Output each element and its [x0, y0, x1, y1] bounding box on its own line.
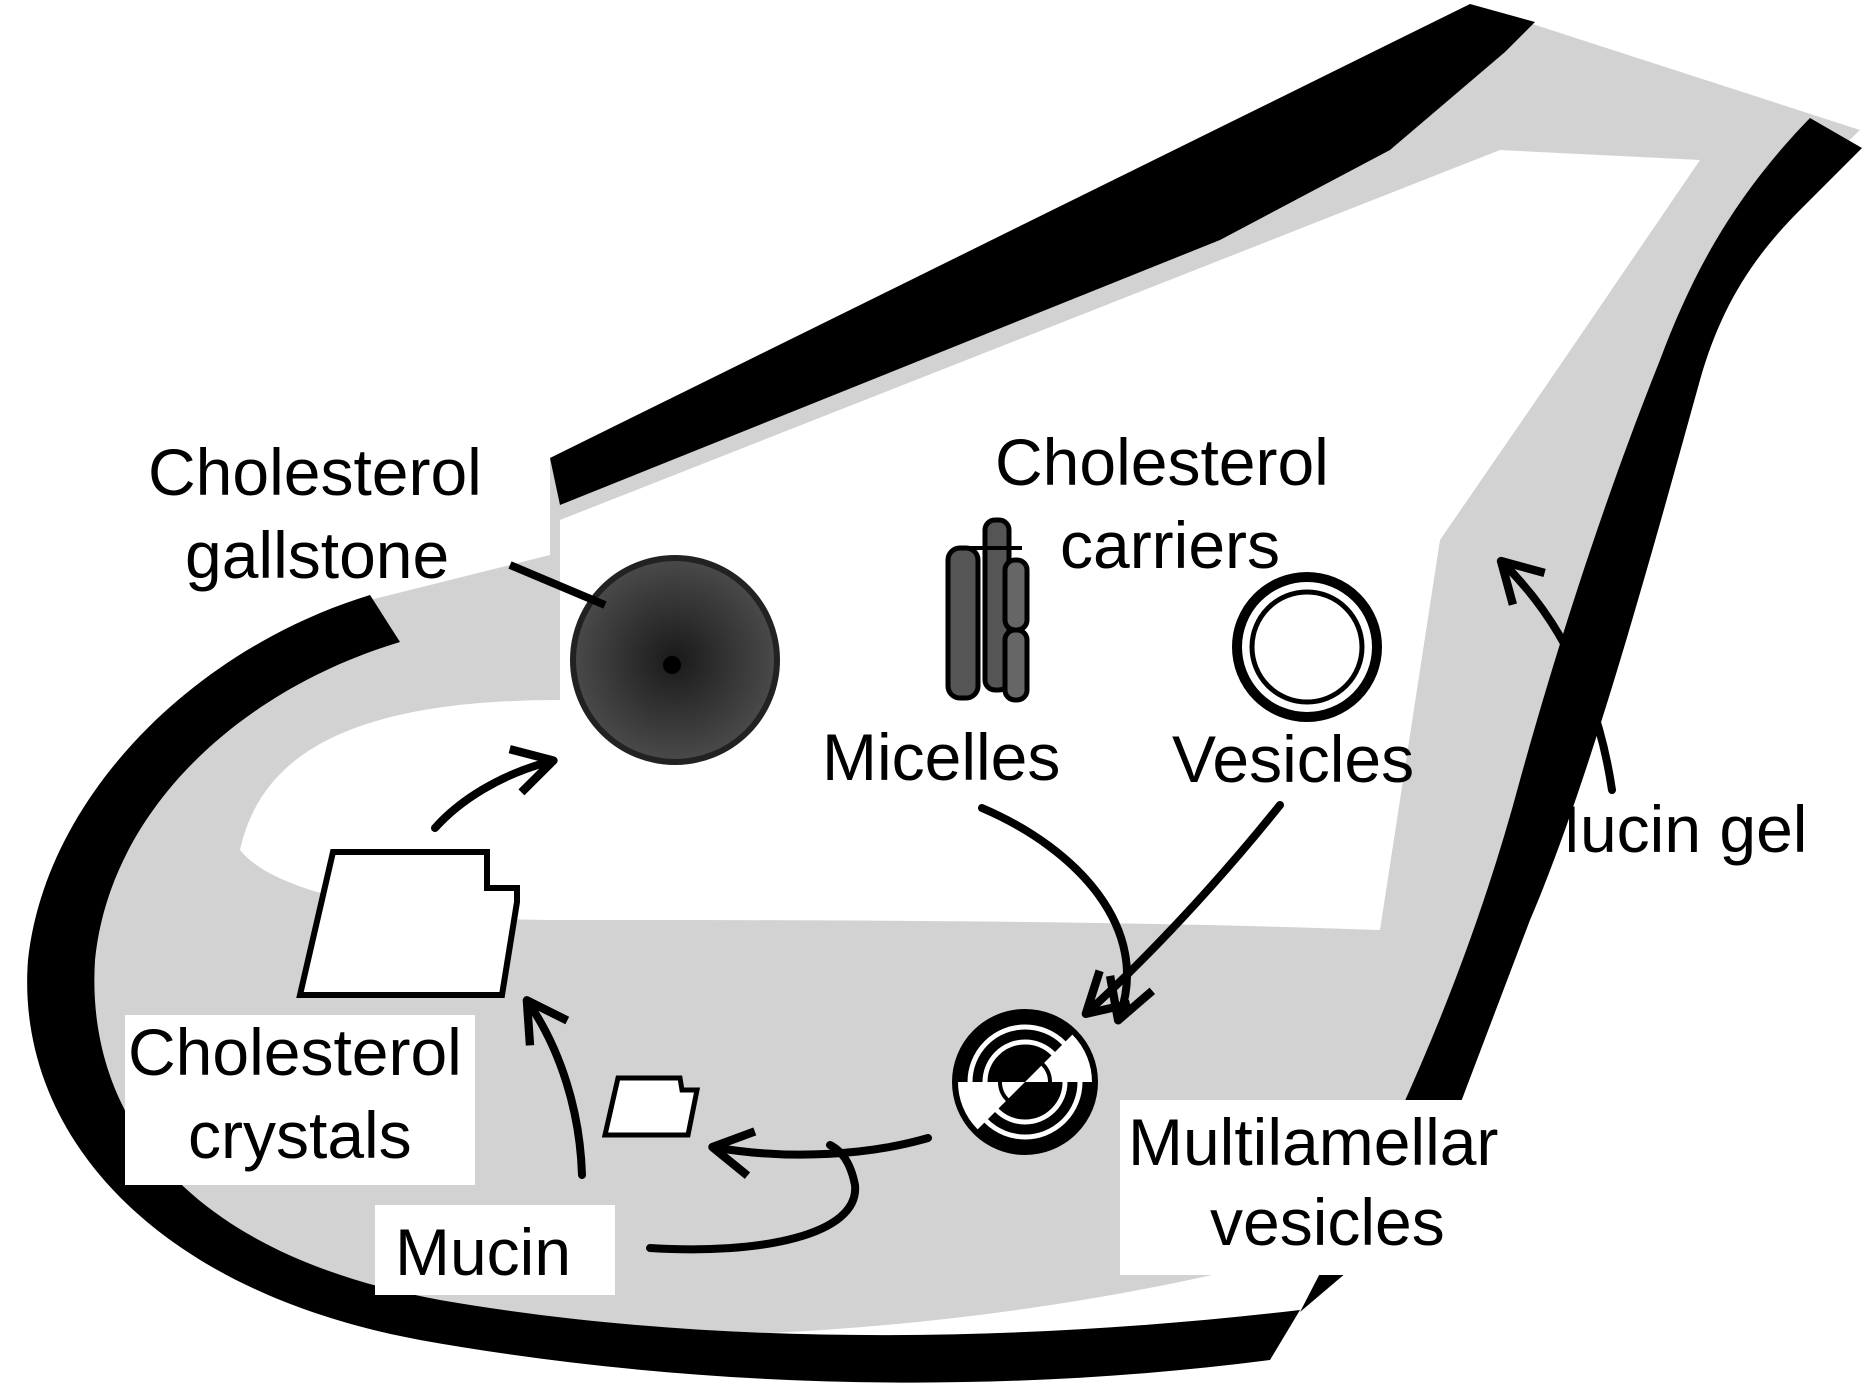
gallstone-label-line2: gallstone — [185, 518, 449, 592]
mucin-label: Mucin — [395, 1215, 571, 1289]
multilamellar-label-line1: Multilamellar — [1128, 1105, 1498, 1179]
crystals-label-line2: crystals — [188, 1098, 412, 1172]
vesicles-label: Vesicles — [1172, 722, 1414, 796]
crystals-label-line1: Cholesterol — [128, 1015, 462, 1089]
gallstone-core-icon — [663, 656, 681, 674]
multilamellar-label-line2: vesicles — [1210, 1185, 1445, 1259]
micelles-label: Micelles — [822, 720, 1060, 794]
gallstone-label-line1: Cholesterol — [148, 435, 482, 509]
multilamellar-vesicle-icon — [955, 1012, 1095, 1152]
large-cholesterol-crystal-icon — [300, 852, 517, 995]
micelles-icon — [948, 520, 1027, 700]
carriers-label-line1: Cholesterol — [995, 425, 1329, 499]
carriers-label-line2: carriers — [1060, 508, 1280, 582]
small-cholesterol-crystal-icon — [605, 1078, 697, 1135]
vesicle-icon — [1237, 577, 1377, 717]
mucin-gel-label: Mucin gel — [1525, 792, 1807, 866]
